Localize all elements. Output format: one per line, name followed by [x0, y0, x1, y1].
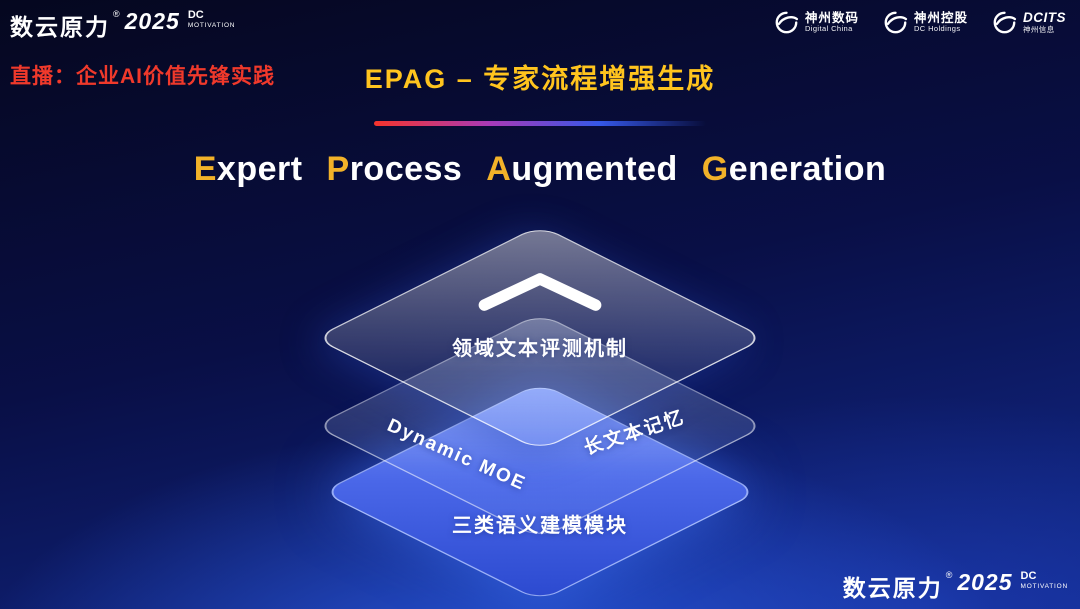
brand-motivation: MOTIVATION	[1020, 583, 1068, 590]
title-rest: ugmented	[511, 150, 678, 188]
partner-subtitle: 神州信息	[1023, 24, 1055, 34]
brand-dc-motivation: DC MOTIVATION	[1021, 571, 1068, 591]
brand-year: 2025	[957, 569, 1013, 595]
brand-dc-motivation: DC MOTIVATION	[188, 10, 235, 30]
brand-year: 2025	[124, 8, 180, 34]
title-initial: A	[486, 150, 512, 188]
registered-mark: ®	[945, 570, 953, 580]
brand-logo-top-left: 数云原力 ® 2025 DC MOTIVATION	[10, 8, 235, 42]
title-word: Generation	[702, 150, 887, 188]
brand-motivation: MOTIVATION	[187, 22, 236, 29]
brand-logo-bottom-right: 数云原力 ® 2025 DC MOTIVATION	[843, 569, 1068, 603]
brand-dc: DC	[1020, 570, 1037, 582]
partner-name: 神州数码	[804, 11, 859, 25]
brand-name: 数云原力	[842, 575, 943, 601]
partner-name: DCITS	[1023, 10, 1066, 26]
main-title: Expert Process Augmented Generation	[0, 150, 1080, 189]
swoosh-circle-icon	[774, 10, 799, 35]
brand-dc: DC	[187, 9, 204, 21]
title-word: Augmented	[486, 150, 678, 188]
brand-name: 数云原力	[10, 14, 110, 40]
gradient-divider-line	[374, 121, 706, 126]
title-initial: P	[326, 150, 350, 188]
slide-title: EPAG – 专家流程增强生成	[364, 64, 716, 94]
partner-subtitle: Digital China	[804, 24, 853, 34]
partner-dcits: DCITS 神州信息	[992, 10, 1066, 35]
partner-subtitle: DC Holdings	[913, 24, 961, 34]
partner-logos: 神州数码 Digital China 神州控股 DC Holdings DCIT…	[774, 10, 1066, 35]
title-rest: eneration	[728, 150, 887, 188]
title-initial: E	[193, 150, 217, 188]
bottom-layer-label: 三类语义建模模块	[452, 515, 628, 537]
swoosh-circle-icon	[883, 10, 908, 35]
partner-text: DCITS 神州信息	[1023, 10, 1066, 34]
title-initial: G	[701, 150, 729, 188]
partner-text: 神州数码 Digital China	[805, 11, 859, 34]
title-rest: xpert	[216, 150, 303, 188]
swoosh-circle-icon	[992, 10, 1017, 35]
title-word: Process	[327, 150, 463, 188]
top-layer-label: 领域文本评测机制	[452, 338, 628, 360]
partner-text: 神州控股 DC Holdings	[914, 11, 968, 34]
partner-dc-holdings: 神州控股 DC Holdings	[883, 10, 968, 35]
partner-digital-china: 神州数码 Digital China	[774, 10, 859, 35]
registered-mark: ®	[113, 9, 120, 19]
live-stream-label: 直播：企业AI价值先锋实践	[10, 65, 275, 88]
chevron-up-icon	[474, 268, 606, 321]
title-word: Expert	[194, 150, 303, 188]
title-rest: rocess	[349, 150, 463, 188]
partner-name: 神州控股	[913, 11, 968, 25]
